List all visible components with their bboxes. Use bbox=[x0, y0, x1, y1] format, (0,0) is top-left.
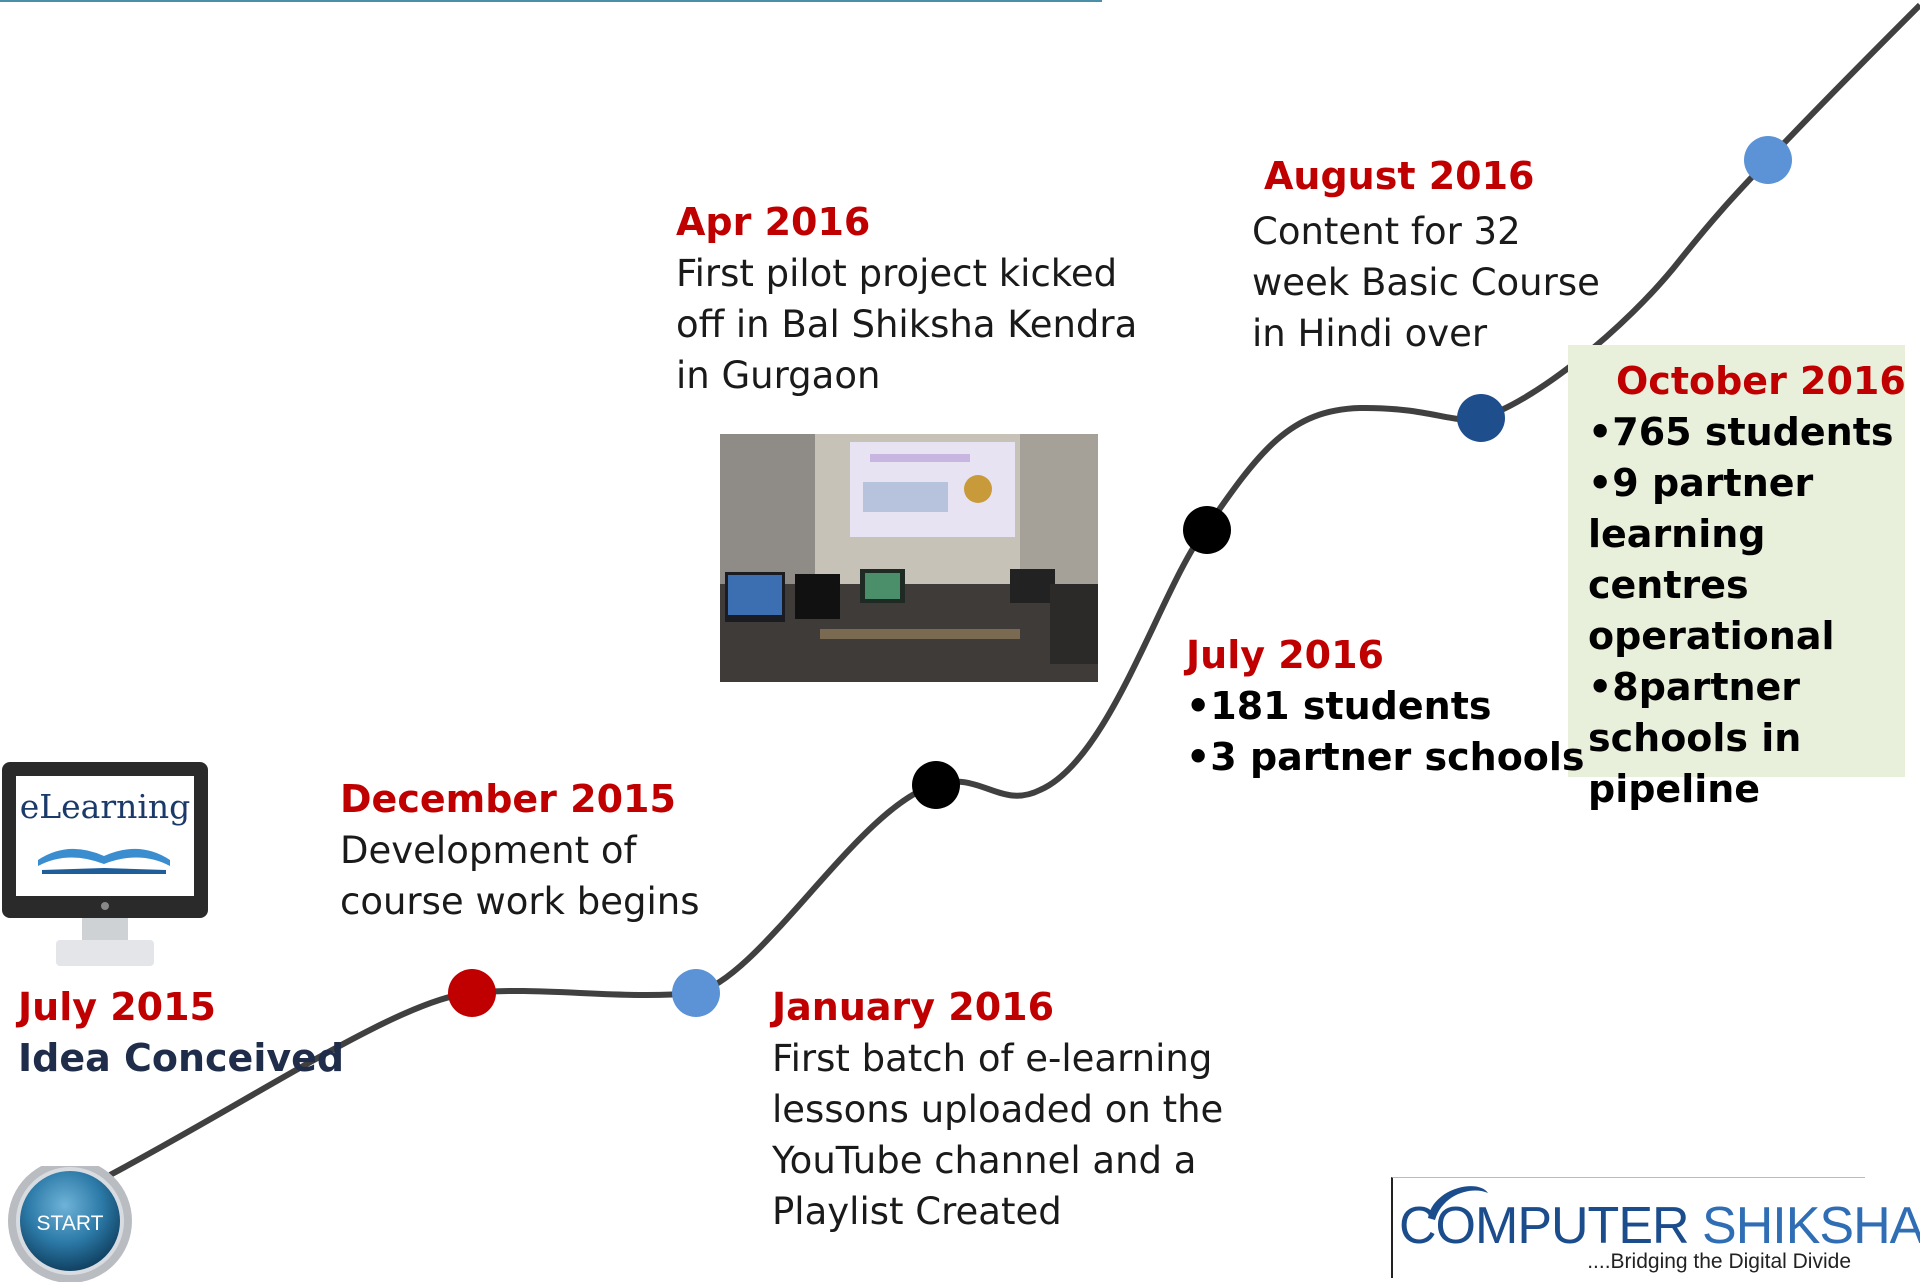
milestone-oct2016: October 2016 •765 students •9 partner le… bbox=[1588, 356, 1920, 815]
milestone-dec2015: December 2015 Development of course work… bbox=[340, 774, 700, 927]
logo-word1: COMPUTER bbox=[1399, 1197, 1690, 1255]
milestone-bullet: learning centres bbox=[1588, 512, 1766, 607]
milestone-july2015: July 2015 Idea Conceived bbox=[18, 982, 344, 1084]
marker-june2016 bbox=[1183, 506, 1231, 554]
top-rule bbox=[0, 0, 1102, 2]
elearning-monitor-icon: eLearning bbox=[2, 762, 208, 966]
milestone-text: Development of course work begins bbox=[340, 829, 700, 923]
marker-future bbox=[1744, 136, 1792, 184]
timeline-curve bbox=[108, 2, 1920, 1178]
milestone-date: July 2015 bbox=[18, 985, 216, 1029]
logo-tagline: ....Bridging the Digital Divide bbox=[1587, 1250, 1851, 1273]
milestone-bullet: •181 students bbox=[1186, 684, 1492, 728]
milestone-text: First batch of e-learning lessons upload… bbox=[772, 1037, 1224, 1233]
milestone-date: October 2016 bbox=[1616, 359, 1906, 403]
milestone-bullet: •3 partner schools bbox=[1186, 735, 1585, 779]
start-button[interactable]: START bbox=[6, 1166, 138, 1282]
milestone-text: Content for 32 week Basic Course in Hind… bbox=[1252, 210, 1600, 355]
milestone-apr2016: Apr 2016 First pilot project kicked off … bbox=[676, 197, 1137, 401]
milestone-bullet: operational bbox=[1588, 614, 1835, 658]
milestone-date: July 2016 bbox=[1186, 633, 1384, 677]
milestone-date: August 2016 bbox=[1264, 154, 1535, 198]
monitor-label: eLearning bbox=[20, 787, 191, 826]
milestone-bullet: pipeline bbox=[1588, 767, 1761, 811]
milestone-bullet: •8partner bbox=[1588, 665, 1801, 709]
milestone-july2016: July 2016 •181 students •3 partner schoo… bbox=[1186, 630, 1585, 783]
milestone-bullet: •765 students bbox=[1588, 410, 1894, 454]
logo-wordmark: COMPUTER SHIKSHA bbox=[1399, 1196, 1920, 1256]
marker-aug2016 bbox=[1457, 394, 1505, 442]
milestone-jan2016: January 2016 First batch of e-learning l… bbox=[772, 982, 1223, 1237]
milestone-text: Idea Conceived bbox=[18, 1036, 345, 1080]
marker-jan2016 bbox=[672, 969, 720, 1017]
classroom-photo-art bbox=[720, 434, 1098, 682]
marker-mar2016 bbox=[912, 761, 960, 809]
milestone-bullet: schools in bbox=[1588, 716, 1802, 760]
october-highlight-box bbox=[1568, 345, 1905, 777]
start-label: START bbox=[37, 1212, 104, 1235]
milestone-date: Apr 2016 bbox=[676, 200, 871, 244]
logo-word2: SHIKSHA bbox=[1702, 1197, 1920, 1255]
milestone-text: First pilot project kicked off in Bal Sh… bbox=[676, 252, 1138, 397]
milestone-bullet: •9 partner bbox=[1588, 461, 1814, 505]
classroom-photo bbox=[720, 434, 1098, 682]
marker-dec2015 bbox=[448, 969, 496, 1017]
milestone-date: December 2015 bbox=[340, 777, 676, 821]
milestone-date: January 2016 bbox=[772, 985, 1055, 1029]
milestone-aug2016: August 2016 Content for 32 week Basic Co… bbox=[1252, 151, 1600, 359]
computer-shiksha-logo: COMPUTER SHIKSHA ....Bridging the Digita… bbox=[1391, 1177, 1920, 1278]
logo-swoosh-icon bbox=[1428, 1186, 1488, 1220]
